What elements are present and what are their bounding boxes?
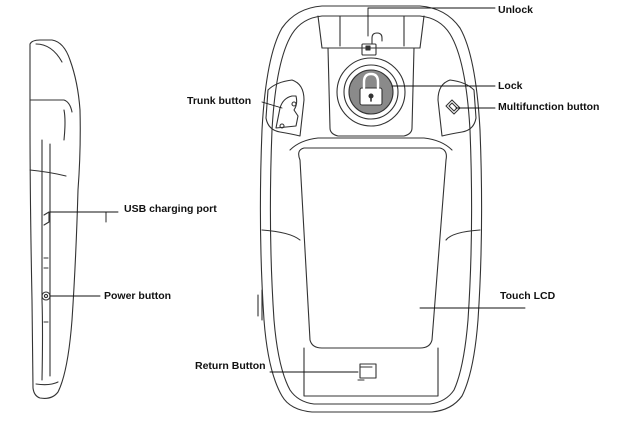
leader-unlock — [367, 7, 496, 37]
side-view — [29, 39, 81, 399]
label-usb-charging-port: USB charging port — [124, 203, 217, 215]
label-power-button: Power button — [104, 290, 172, 302]
label-lock: Lock — [498, 80, 523, 92]
lock-icon — [359, 72, 383, 106]
unlock-icon[interactable] — [361, 32, 383, 56]
trunk-button-outline — [265, 79, 305, 137]
return-button-icon[interactable] — [357, 363, 377, 381]
leader-usb — [49, 211, 119, 223]
side-view-edge-strip — [41, 139, 44, 381]
multifunction-icon[interactable] — [445, 99, 461, 115]
label-return-button: Return Button — [195, 360, 266, 372]
label-touch-lcd: Touch LCD — [500, 290, 556, 302]
label-trunk-button: Trunk button — [187, 95, 252, 107]
leader-lines — [49, 7, 526, 373]
multifunction-button-outline — [437, 79, 477, 137]
front-view — [257, 5, 483, 413]
usb-port — [43, 211, 50, 226]
trunk-icon[interactable] — [275, 95, 299, 129]
leader-trunk — [261, 101, 283, 109]
key-outer-shell — [259, 5, 483, 413]
power-button-side — [41, 291, 51, 301]
label-unlock: Unlock — [498, 4, 534, 16]
touch-lcd-window — [298, 147, 447, 349]
lock-button[interactable] — [336, 57, 406, 127]
top-panel — [327, 47, 415, 137]
side-view-top-cap — [29, 99, 73, 113]
side-view-outline — [29, 39, 81, 399]
label-multifunction-button: Multifunction button — [498, 101, 600, 113]
